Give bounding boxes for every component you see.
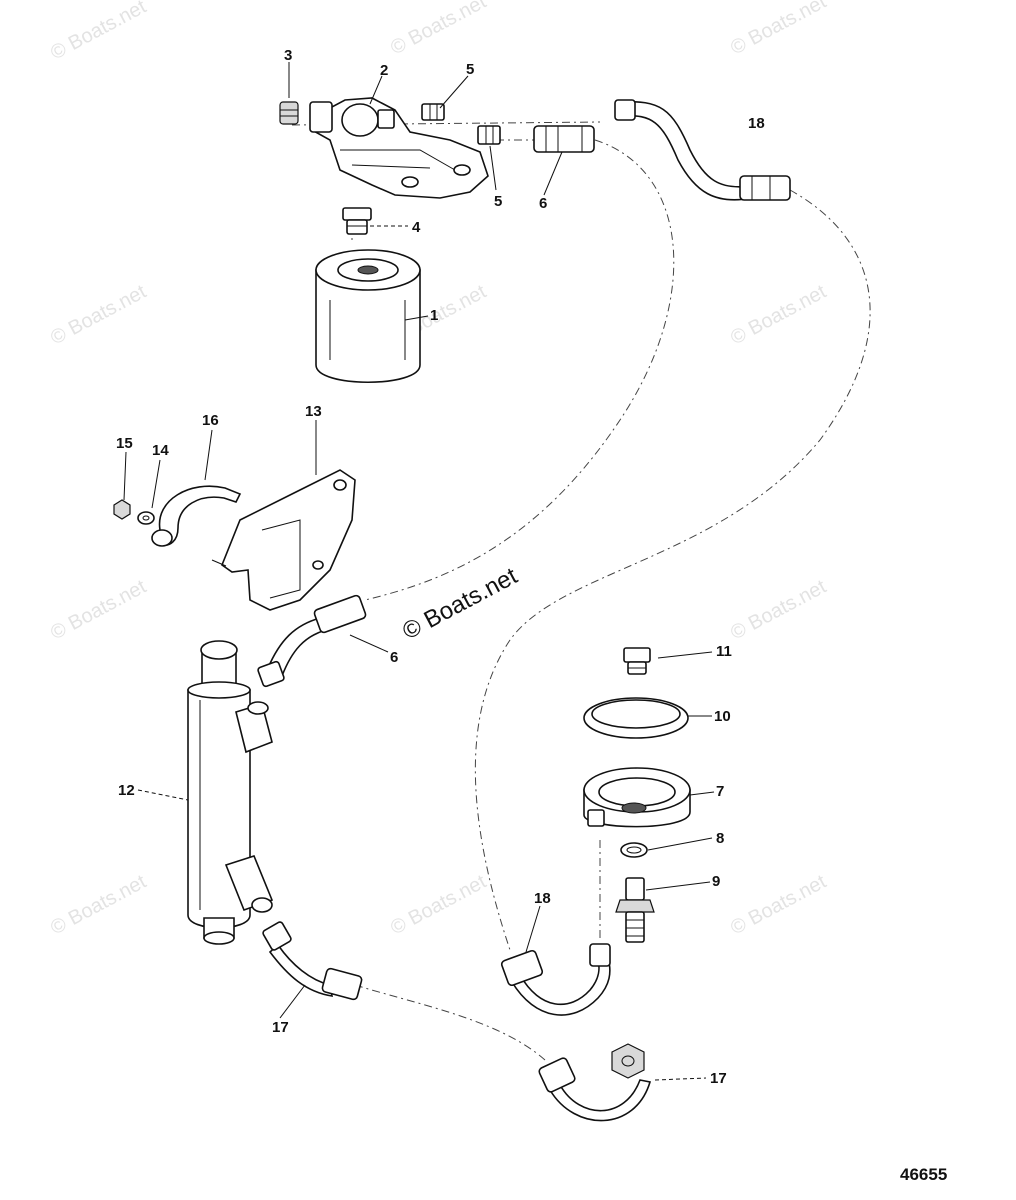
callout-14: 14 bbox=[152, 442, 169, 459]
watermark: © Boats.net bbox=[47, 281, 150, 350]
watermark: © Boats.net bbox=[387, 0, 490, 59]
callout-13: 13 bbox=[305, 403, 322, 420]
callout-10: 10 bbox=[714, 708, 731, 725]
fitting-part-5-upper bbox=[421, 103, 445, 121]
callout-9: 9 bbox=[712, 873, 720, 890]
callout-1: 1 bbox=[430, 307, 438, 324]
callout-11: 11 bbox=[716, 643, 732, 660]
watermark: © Boats.net bbox=[727, 871, 830, 940]
callout-15: 15 bbox=[116, 435, 133, 452]
watermark: © Boats.net bbox=[727, 576, 830, 645]
hose-part-17-left bbox=[262, 921, 363, 1001]
fitting-part-9 bbox=[615, 877, 655, 943]
watermark: © Boats.net bbox=[47, 0, 150, 64]
watermark: © Boats.net bbox=[727, 281, 830, 350]
filter-head-bracket-part-2 bbox=[309, 97, 489, 199]
oil-cooler-part-12 bbox=[187, 640, 274, 945]
nut-part-15 bbox=[113, 499, 131, 520]
callout-12: 12 bbox=[118, 782, 135, 799]
watermark: © Boats.net bbox=[47, 576, 150, 645]
diagram-id: 46655 bbox=[900, 1165, 947, 1184]
clamp-part-16 bbox=[151, 485, 242, 547]
callout-3: 3 bbox=[284, 47, 292, 64]
leader-lines bbox=[123, 62, 715, 1081]
hose-part-18-upper bbox=[614, 99, 791, 201]
callout-6-upper: 6 bbox=[539, 195, 547, 212]
mounting-bracket-part-13 bbox=[211, 469, 356, 611]
callout-18-upper: 18 bbox=[748, 115, 765, 132]
filter-adapter-part-7 bbox=[583, 767, 691, 828]
callout-4: 4 bbox=[412, 219, 421, 236]
callout-labels: 1 2 3 4 5 5 6 6 7 8 9 10 11 12 13 14 15 … bbox=[116, 47, 765, 1087]
callout-5-upper: 5 bbox=[466, 61, 474, 78]
watermark: © Boats.net bbox=[47, 871, 150, 940]
o-ring-part-8 bbox=[620, 842, 648, 858]
gasket-ring-part-10 bbox=[583, 697, 689, 739]
callout-5-lower: 5 bbox=[494, 193, 502, 210]
callout-16: 16 bbox=[202, 412, 219, 429]
watermark: © Boats.net bbox=[727, 0, 830, 59]
callout-2: 2 bbox=[380, 62, 388, 79]
washer-part-14 bbox=[137, 511, 155, 525]
callout-7: 7 bbox=[716, 783, 724, 800]
callout-18-lower: 18 bbox=[534, 890, 551, 907]
watermark: © Boats.net bbox=[387, 871, 490, 940]
hose-part-17-right bbox=[538, 1043, 652, 1122]
callout-17-left: 17 bbox=[272, 1019, 289, 1036]
fitting-part-5-lower bbox=[477, 125, 501, 145]
hose-part-18-lower bbox=[500, 943, 611, 1016]
callout-8: 8 bbox=[716, 830, 724, 847]
plug-part-11 bbox=[623, 647, 651, 675]
watermark-center: © Boats.net bbox=[398, 562, 522, 645]
oil-filter-part-1 bbox=[315, 249, 421, 383]
hose-part-6-lower bbox=[257, 594, 367, 688]
hose-sleeve-part-6-upper bbox=[533, 125, 595, 153]
callout-6-lower: 6 bbox=[390, 649, 398, 666]
callout-17-right: 17 bbox=[710, 1070, 727, 1087]
nut-part-3 bbox=[279, 101, 299, 125]
adapter-part-4 bbox=[342, 207, 372, 235]
